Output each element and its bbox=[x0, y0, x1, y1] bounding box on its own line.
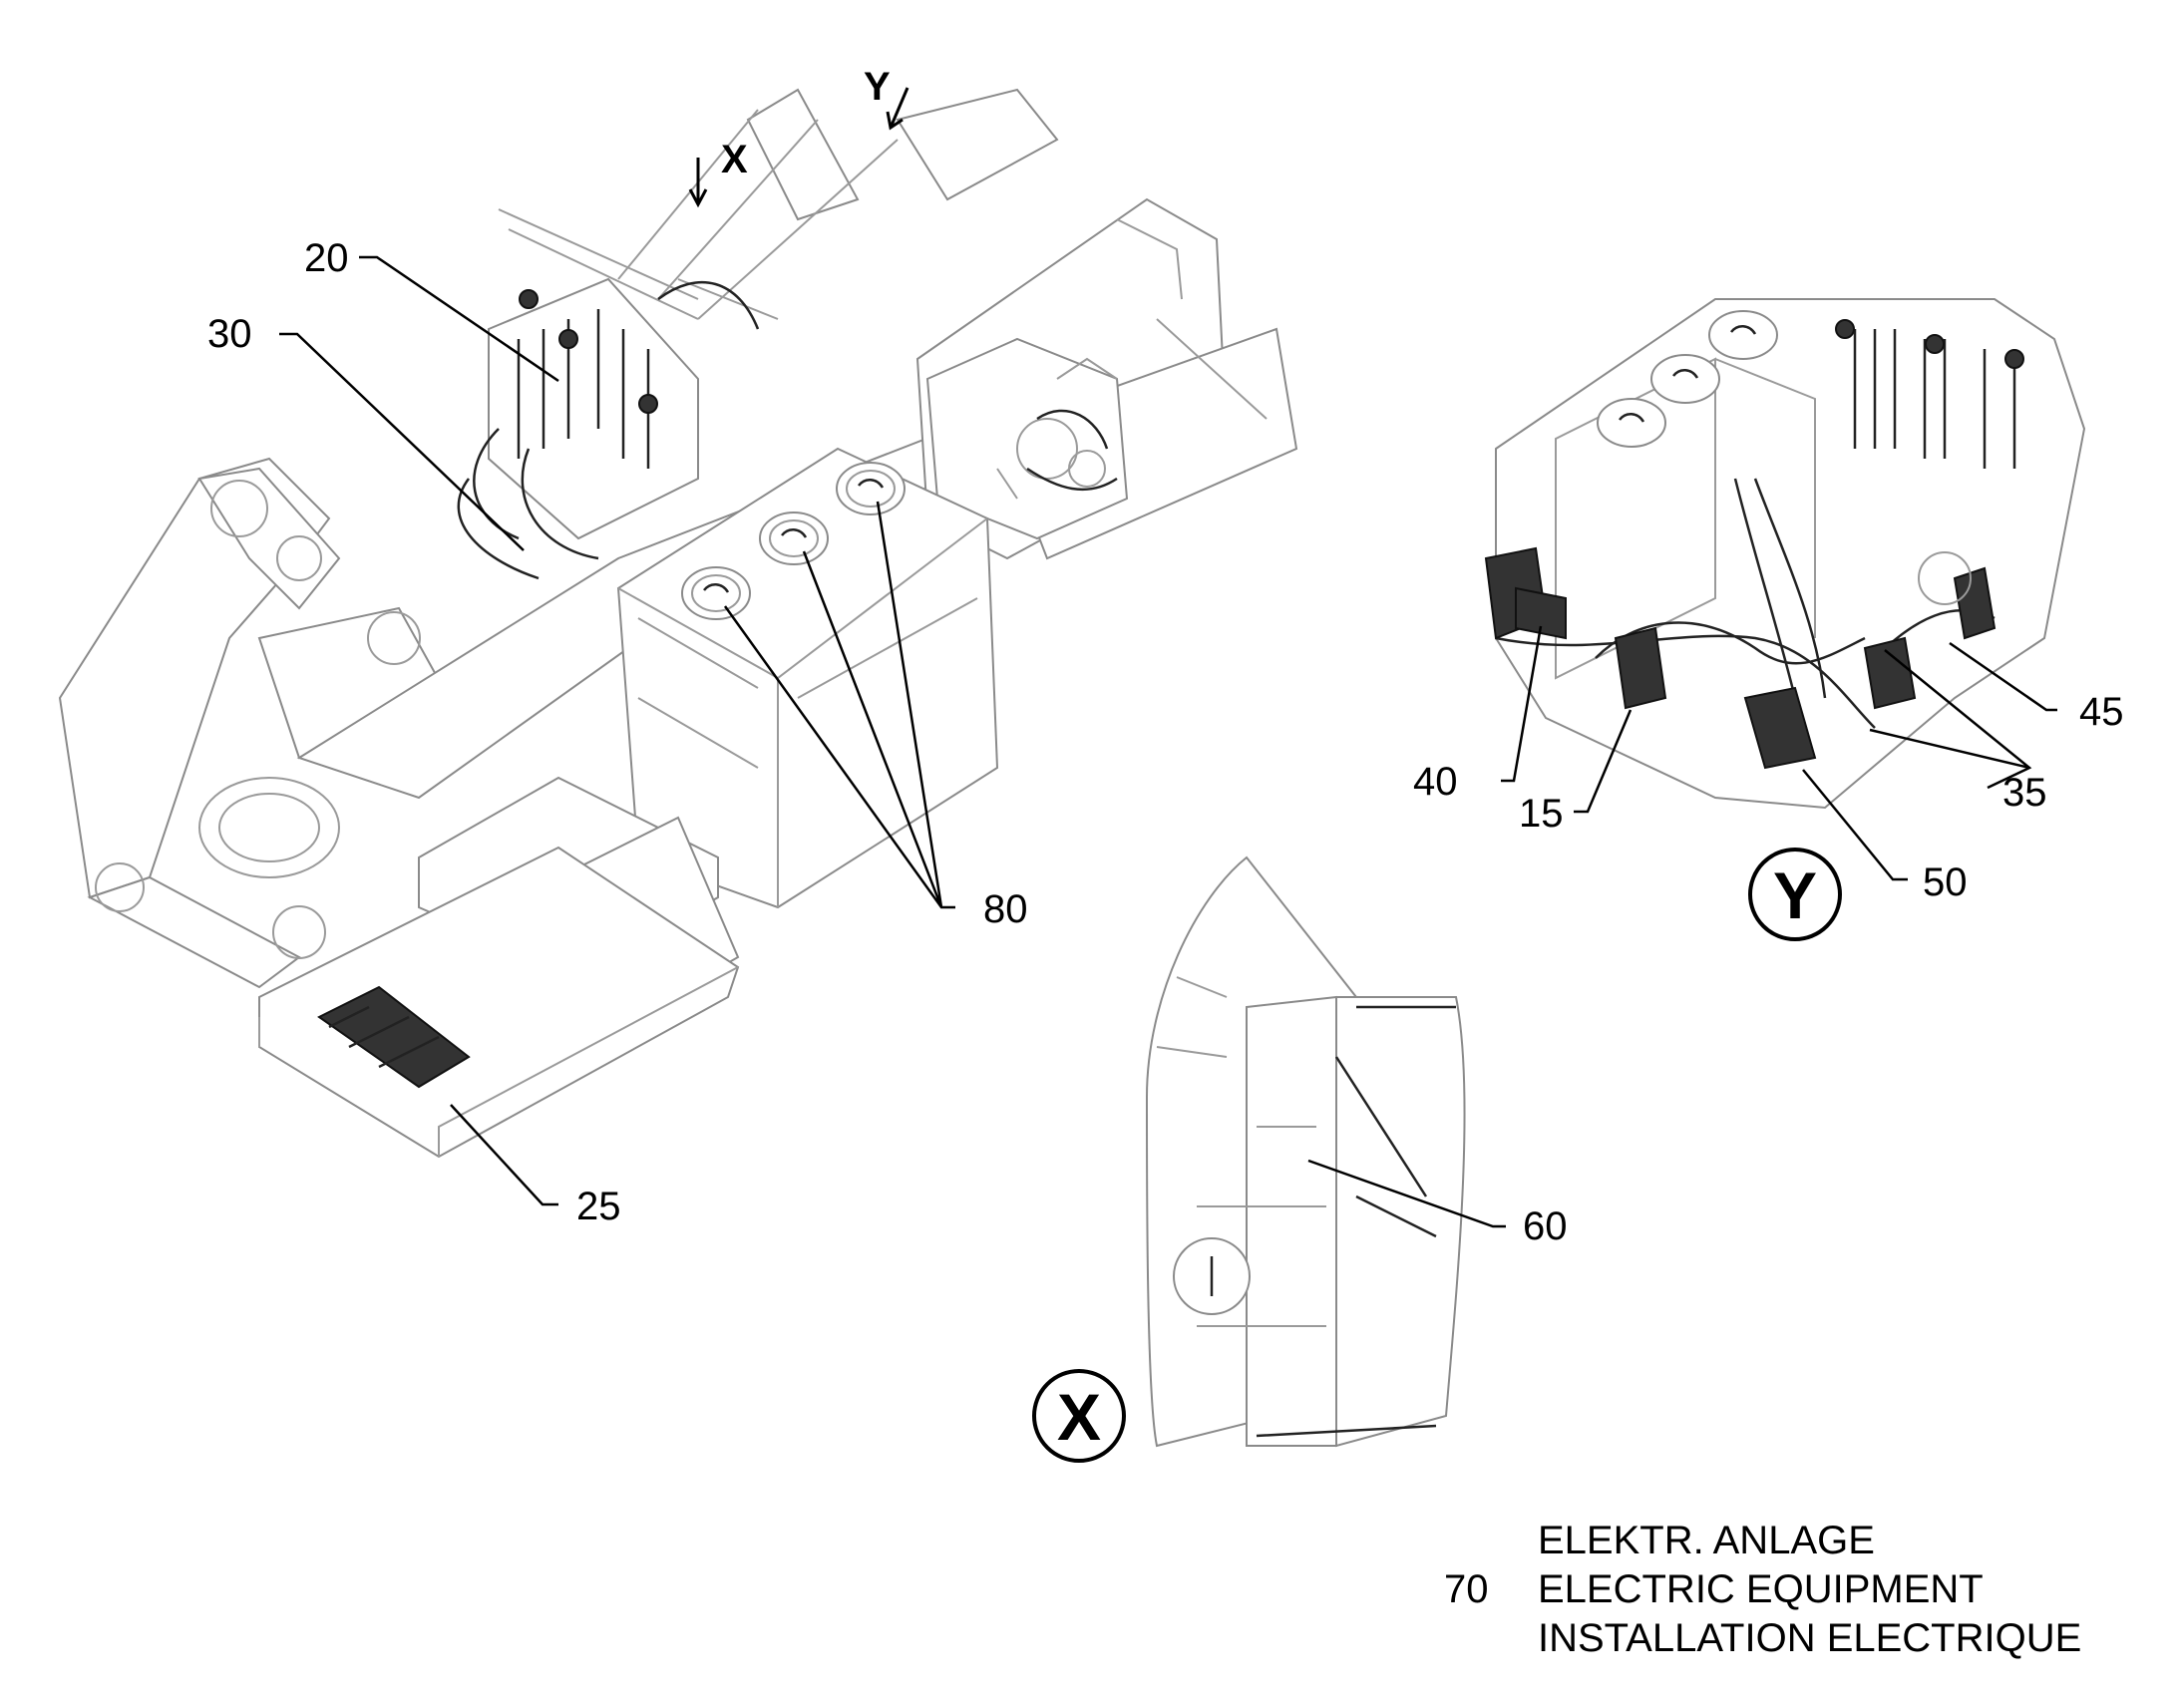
title-line-de: ELEKTR. ANLAGE bbox=[1538, 1519, 1875, 1562]
leader-35 bbox=[1869, 649, 2032, 790]
detail-x-label: X bbox=[1057, 1380, 1101, 1454]
callout-25: 25 bbox=[576, 1185, 621, 1228]
callout-15: 15 bbox=[1519, 792, 1564, 836]
callout-30: 30 bbox=[207, 312, 252, 356]
leader-15 bbox=[1574, 709, 1633, 814]
leader-60 bbox=[1307, 1159, 1506, 1228]
detail-x-drawing bbox=[1145, 855, 1466, 1448]
detail-y-drawing bbox=[1484, 298, 2086, 810]
callout-35: 35 bbox=[2002, 771, 2047, 815]
callout-45: 45 bbox=[2079, 690, 2124, 734]
title-block: 70 ELEKTR. ANLAGE ELECTRIC EQUIPMENT INS… bbox=[1444, 1519, 2081, 1660]
detail-y-circle bbox=[1748, 848, 1842, 941]
leader-20 bbox=[359, 255, 559, 383]
callout-80: 80 bbox=[983, 887, 1028, 931]
arrow-x-icon bbox=[688, 158, 708, 208]
leader-30 bbox=[279, 332, 525, 551]
callout-50: 50 bbox=[1923, 860, 1968, 904]
callout-20: 20 bbox=[304, 236, 349, 280]
leader-lines bbox=[279, 255, 2057, 1228]
main-assembly-drawing bbox=[58, 88, 1298, 1159]
leader-45 bbox=[1949, 641, 2057, 712]
detail-y-label: Y bbox=[1773, 858, 1817, 932]
arrow-y-label: Y bbox=[864, 65, 891, 109]
callout-40: 40 bbox=[1413, 760, 1458, 804]
view-markers: X Y Y X bbox=[721, 65, 1842, 1463]
detail-x-circle bbox=[1032, 1369, 1126, 1463]
title-line-en: ELECTRIC EQUIPMENT bbox=[1538, 1567, 1984, 1611]
leader-80 bbox=[723, 501, 955, 909]
leader-25 bbox=[450, 1104, 558, 1206]
arrow-y-icon bbox=[886, 87, 909, 131]
callout-labels: 20 30 80 25 40 15 35 45 50 60 bbox=[207, 236, 2124, 1248]
leader-50 bbox=[1802, 769, 1908, 881]
title-line-fr: INSTALLATION ELECTRIQUE bbox=[1538, 1616, 2081, 1660]
arrow-x-label: X bbox=[721, 138, 748, 181]
view-direction-arrows bbox=[688, 87, 909, 208]
leader-40 bbox=[1501, 625, 1543, 783]
callout-60: 60 bbox=[1523, 1204, 1568, 1248]
title-number: 70 bbox=[1444, 1567, 1489, 1611]
